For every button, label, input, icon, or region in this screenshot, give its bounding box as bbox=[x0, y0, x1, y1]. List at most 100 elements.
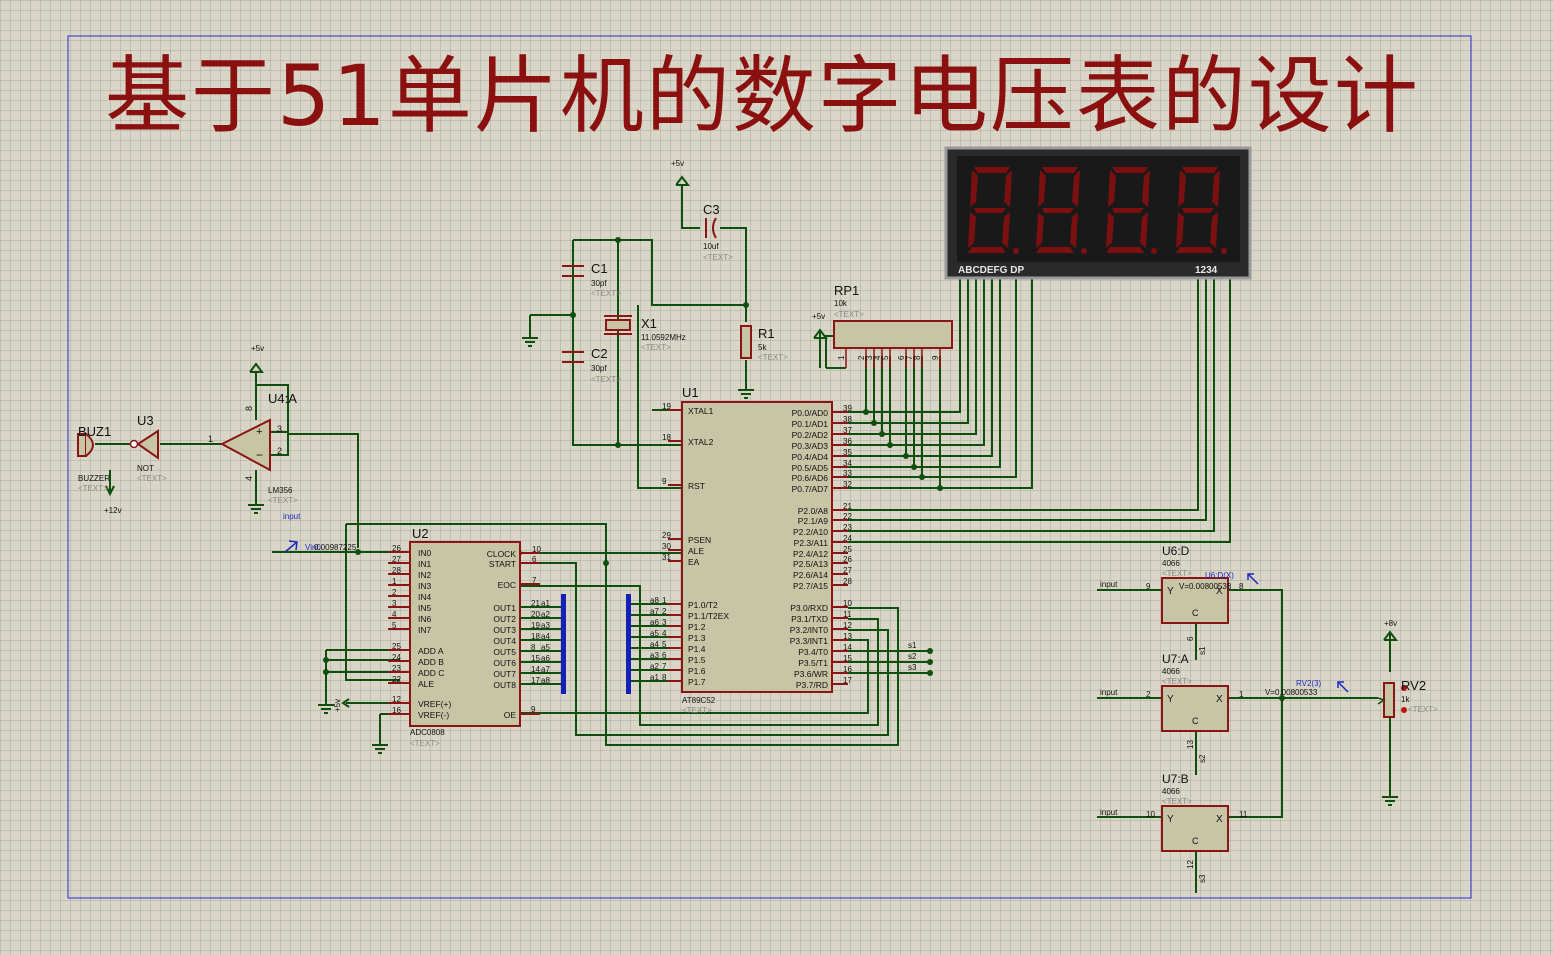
wires bbox=[95, 185, 1391, 893]
adc-u2[interactable] bbox=[409, 541, 521, 727]
u1-pin-number: 8 bbox=[662, 673, 667, 682]
u3-ref: U3 bbox=[137, 413, 154, 428]
capacitor-c2[interactable] bbox=[562, 315, 584, 363]
u1-pin-name: P1.3 bbox=[688, 633, 706, 643]
u1-pin-name: P2.2/A10 bbox=[793, 527, 828, 537]
u1-pin-number: 30 bbox=[662, 542, 671, 551]
switch-input-net: input bbox=[1100, 688, 1118, 697]
svg-text:C: C bbox=[1192, 836, 1199, 846]
c3-text: <TEXT> bbox=[703, 253, 733, 262]
u1-pin-number: 17 bbox=[843, 676, 852, 685]
u2-net-label: a6 bbox=[541, 654, 550, 663]
switch-ref: U6:D bbox=[1162, 544, 1190, 558]
u1-pin-name: P3.3/INT1 bbox=[790, 636, 829, 646]
u1-pin-number: 29 bbox=[662, 531, 671, 540]
u1-pin-name: RST bbox=[688, 481, 705, 491]
mcu-u1[interactable] bbox=[681, 401, 833, 693]
c2-ref: C2 bbox=[591, 346, 608, 361]
x1-ref: X1 bbox=[641, 316, 657, 331]
u1-pin-number: 27 bbox=[843, 566, 852, 575]
u1-net-label: s3 bbox=[908, 663, 917, 672]
switch-pin-number: 11 bbox=[1239, 810, 1248, 819]
rp1-pin-number: 2 bbox=[857, 355, 866, 360]
opamp-u4a[interactable]: + − bbox=[219, 418, 271, 472]
capacitor-c3[interactable] bbox=[705, 217, 717, 239]
rp1-pin-number: 3 bbox=[865, 355, 874, 360]
u2-pin-name: ADD B bbox=[418, 657, 444, 667]
u2-pin-number: 3 bbox=[392, 599, 397, 608]
c2-value: 30pf bbox=[591, 364, 607, 373]
probe-vin0-label: Vin0 bbox=[305, 543, 321, 552]
switch-text: <TEXT> bbox=[1162, 797, 1192, 806]
switch-pin-number: 2 bbox=[1146, 690, 1151, 699]
u2-pin-number: 23 bbox=[392, 664, 401, 673]
u1-pin-name: P2.4/A12 bbox=[793, 549, 828, 559]
u2-pin-name: IN2 bbox=[418, 570, 432, 580]
u2-net-label: a5 bbox=[541, 643, 550, 652]
u2-type: ADC0808 bbox=[410, 728, 445, 737]
u1-pin-number: 36 bbox=[843, 437, 852, 446]
switch-text: <TEXT> bbox=[1162, 677, 1192, 686]
u1-pin-name: P3.4/T0 bbox=[798, 647, 828, 657]
u1-pin-name: ALE bbox=[688, 546, 704, 556]
u2-pin-number: 24 bbox=[392, 653, 401, 662]
u1-pin-name: P0.0/AD0 bbox=[792, 408, 829, 418]
u2-pin-number: 16 bbox=[392, 706, 401, 715]
rp1-pin-number: 5 bbox=[881, 355, 890, 360]
potentiometer-rv2[interactable] bbox=[1377, 682, 1407, 718]
u1-pin-number: 18 bbox=[662, 433, 671, 442]
u1-net-label: a1 bbox=[650, 673, 659, 682]
rp1-supply-label: +5v bbox=[812, 312, 825, 321]
crystal-x1[interactable] bbox=[604, 315, 632, 335]
rp1-pin-number: 9 bbox=[931, 355, 940, 360]
u1-pin-number: 16 bbox=[843, 665, 852, 674]
u1-pin-name: P1.1/T2EX bbox=[688, 611, 729, 621]
u1-pin-number: 6 bbox=[662, 651, 667, 660]
switch-pin-number: 13 bbox=[1186, 740, 1195, 749]
opamp-text: <TEXT> bbox=[268, 496, 298, 505]
u1-net-label: a4 bbox=[650, 640, 659, 649]
u1-pin-name: P2.7/A15 bbox=[793, 581, 828, 591]
capacitor-c1[interactable] bbox=[562, 240, 584, 315]
u1-pin-number: 37 bbox=[843, 426, 852, 435]
u1-pin-name: EA bbox=[688, 557, 700, 567]
resistor-pack-rp1[interactable] bbox=[833, 320, 953, 349]
c3-supply-label: +5v bbox=[671, 159, 684, 168]
rp1-ref: RP1 bbox=[834, 283, 859, 298]
u1-pin-name: P3.1/TXD bbox=[791, 614, 828, 624]
display-digit bbox=[1176, 167, 1227, 254]
u1-pin-number: 39 bbox=[843, 404, 852, 413]
u2-net-label: a7 bbox=[541, 665, 550, 674]
not-gate-u3[interactable] bbox=[129, 429, 159, 460]
rv2-supply-label: +8v bbox=[1384, 619, 1397, 628]
rp1-pin-number: 7 bbox=[905, 355, 914, 360]
svg-text:Y: Y bbox=[1167, 586, 1174, 597]
u2-pin-name: EOC bbox=[498, 580, 516, 590]
probe-vin0-value: 0.00987225 bbox=[314, 543, 357, 552]
u2-pin-name: ALE bbox=[418, 679, 434, 689]
u2-net-label: a4 bbox=[541, 632, 550, 641]
voltage-probe-vin0[interactable] bbox=[284, 540, 298, 553]
opamp-pin-g: 4 bbox=[244, 476, 254, 481]
u1-net-label: a6 bbox=[650, 618, 659, 627]
u1-pin-number: 13 bbox=[843, 632, 852, 641]
switch-ctrl-net: s3 bbox=[1198, 874, 1207, 883]
x1-value: 11.0592MHz bbox=[641, 333, 686, 342]
u1-pin-number: 35 bbox=[843, 448, 852, 457]
resistor-r1[interactable] bbox=[740, 325, 752, 359]
buzzer-buz1[interactable] bbox=[77, 433, 94, 457]
switch-type: 4066 bbox=[1162, 787, 1180, 796]
u1-pin-name: P0.2/AD2 bbox=[792, 430, 829, 440]
u1-pin-number: 5 bbox=[662, 640, 667, 649]
u1-pin-name: P0.6/AD6 bbox=[792, 473, 829, 483]
r1-ref: R1 bbox=[758, 326, 775, 341]
switch-ref: U7:B bbox=[1162, 772, 1189, 786]
u2-pin-number: 22 bbox=[392, 675, 401, 684]
page-title: 基于51单片机的数字电压表的设计 bbox=[105, 47, 1420, 145]
u1-pin-name: P2.3/A11 bbox=[794, 538, 829, 548]
